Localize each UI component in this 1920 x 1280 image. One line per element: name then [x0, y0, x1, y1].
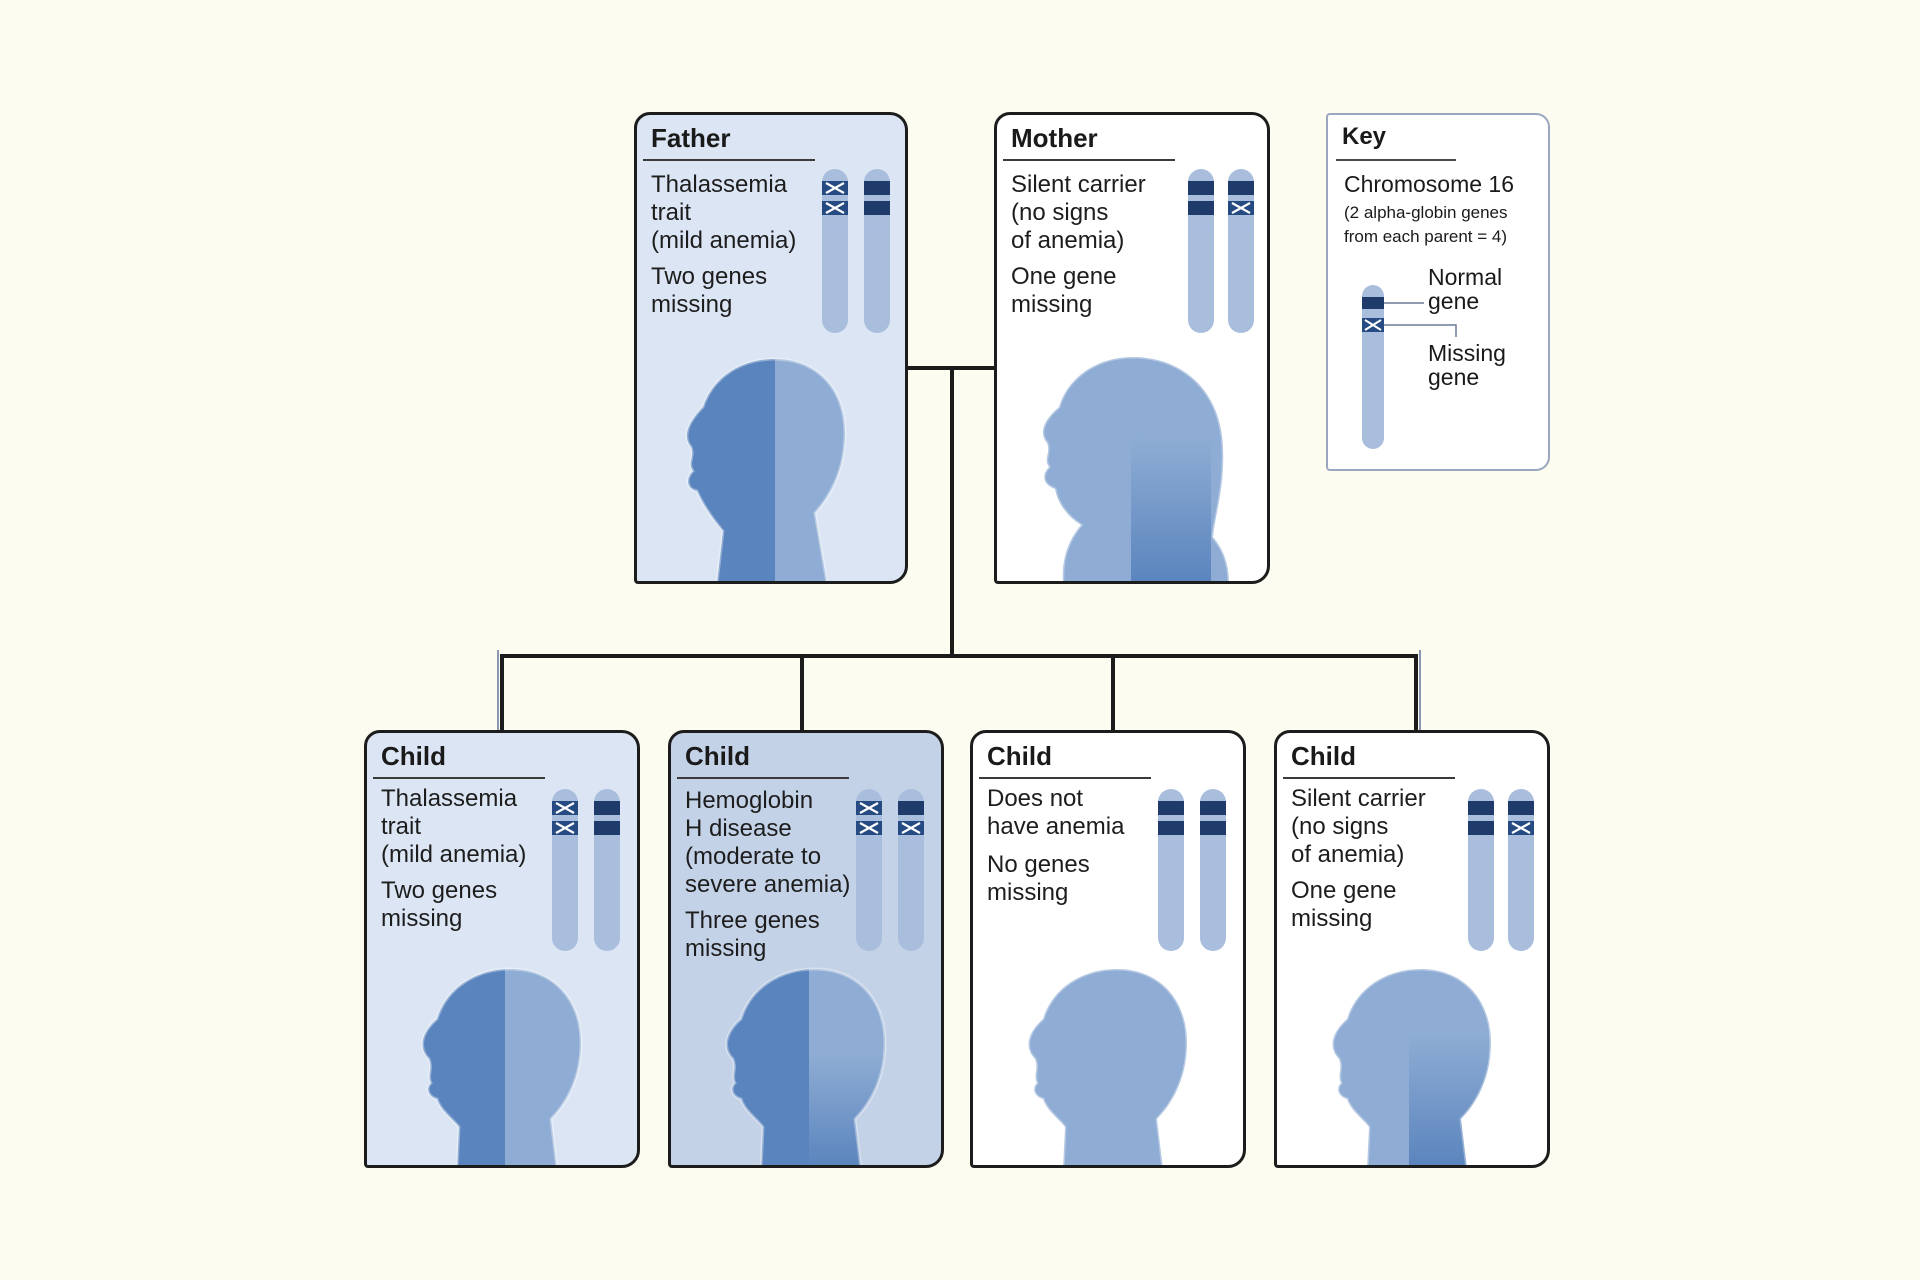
chromosome-pair: [856, 789, 924, 951]
missing-gene-x-icon: [1228, 201, 1254, 215]
normal-gene-mark: [864, 181, 890, 195]
chromosome-icon: [1200, 789, 1226, 951]
normal-gene-mark: [1508, 801, 1534, 815]
normal-gene-mark: [1158, 801, 1184, 815]
chromosome-icon: [1468, 789, 1494, 951]
normal-gene-mark: [1228, 181, 1254, 195]
chromosome-icon: [1188, 169, 1214, 333]
card-role: Father: [651, 123, 731, 153]
normal-gene-mark: [1158, 821, 1184, 835]
card-genes-missing: Three genes missing: [685, 907, 820, 962]
missing-gene-x-icon: [552, 821, 578, 835]
normal-gene-mark: [594, 821, 620, 835]
child-card-1: Child Thalassemia trait (mild anemia) Tw…: [364, 730, 640, 1168]
card-status: Silent carrier (no signs of anemia): [1011, 171, 1146, 254]
card-role: Child: [381, 741, 446, 771]
header-rule: [1336, 159, 1456, 161]
chromosome-pair: [822, 169, 890, 333]
chromosome-icon: [1508, 789, 1534, 951]
key-chromosome-icon: [1362, 285, 1457, 449]
normal-gene-mark: [1468, 801, 1494, 815]
normal-gene-mark: [1200, 821, 1226, 835]
normal-gene-mark: [898, 801, 924, 815]
key-missing-label: Missing gene: [1428, 340, 1506, 390]
head-silhouette-icon: [421, 967, 583, 1165]
missing-gene-x-icon: [856, 821, 882, 835]
missing-gene-x-icon: [1508, 821, 1534, 835]
chromosome-icon: [594, 789, 620, 951]
header-rule: [643, 159, 815, 161]
chromosome-icon: [856, 789, 882, 951]
card-genes-missing: Two genes missing: [381, 877, 498, 932]
child-card-3: Child Does not have anemia No genes miss…: [970, 730, 1246, 1168]
card-genes-missing: No genes missing: [987, 851, 1090, 906]
card-role: Child: [987, 741, 1052, 771]
header-rule: [979, 777, 1151, 779]
normal-gene-mark: [1200, 801, 1226, 815]
mother-card: Mother Silent carrier (no signs of anemi…: [994, 112, 1270, 584]
card-role: Child: [1291, 741, 1356, 771]
card-role: Mother: [1011, 123, 1098, 153]
missing-gene-x-icon: [898, 821, 924, 835]
normal-gene-mark: [1188, 181, 1214, 195]
father-card: Father Thalassemia trait (mild anemia) T…: [634, 112, 908, 584]
key-title: Key: [1342, 123, 1387, 150]
normal-gene-mark: [1188, 201, 1214, 215]
normal-gene-mark: [594, 801, 620, 815]
head-silhouette-icon: [1027, 967, 1189, 1165]
missing-gene-x-icon: [822, 201, 848, 215]
missing-gene-x-icon: [552, 801, 578, 815]
header-rule: [1283, 777, 1455, 779]
head-silhouette-icon: [685, 357, 847, 581]
child-card-2: Child Hemoglobin H disease (moderate to …: [668, 730, 944, 1168]
chromosome-icon: [1158, 789, 1184, 951]
missing-gene-x-icon: [856, 801, 882, 815]
chromosome-pair: [1188, 169, 1254, 333]
chromosome-icon: [864, 169, 890, 333]
chromosome-pair: [1158, 789, 1226, 951]
missing-gene-x-icon: [822, 181, 848, 195]
normal-gene-mark: [864, 201, 890, 215]
chromosome-icon: [552, 789, 578, 951]
card-status: Thalassemia trait (mild anemia): [381, 785, 527, 868]
chromosome-pair: [552, 789, 620, 951]
header-rule: [1003, 159, 1175, 161]
card-genes-missing: One gene missing: [1011, 263, 1117, 318]
chromosome-icon: [1362, 285, 1384, 449]
head-silhouette-icon: [1331, 967, 1493, 1165]
card-status: Does not have anemia: [987, 785, 1125, 840]
normal-gene-mark: [1468, 821, 1494, 835]
chromosome-pair: [1468, 789, 1534, 951]
card-status: Hemoglobin H disease (moderate to severe…: [685, 787, 851, 898]
card-status: Thalassemia trait (mild anemia): [651, 171, 797, 254]
head-silhouette-icon: [725, 967, 887, 1165]
key-chromosome-label: Chromosome 16: [1344, 171, 1515, 197]
head-silhouette-icon: [1041, 355, 1231, 581]
chromosome-icon: [898, 789, 924, 951]
child-card-4: Child Silent carrier (no signs of anemia…: [1274, 730, 1550, 1168]
header-rule: [373, 777, 545, 779]
normal-gene-mark: [1362, 297, 1384, 309]
key-legend: Key Chromosome 16 (2 alpha-globin genes …: [1326, 113, 1550, 471]
key-note: (2 alpha-globin genes from each parent =…: [1344, 203, 1508, 246]
card-role: Child: [685, 741, 750, 771]
chromosome-icon: [822, 169, 848, 333]
key-normal-label: Normal gene: [1428, 264, 1503, 314]
chromosome-icon: [1228, 169, 1254, 333]
missing-gene-x-icon: [1362, 318, 1384, 332]
card-genes-missing: One gene missing: [1291, 877, 1397, 932]
header-rule: [677, 777, 849, 779]
card-status: Silent carrier (no signs of anemia): [1291, 785, 1426, 868]
card-genes-missing: Two genes missing: [651, 263, 768, 318]
